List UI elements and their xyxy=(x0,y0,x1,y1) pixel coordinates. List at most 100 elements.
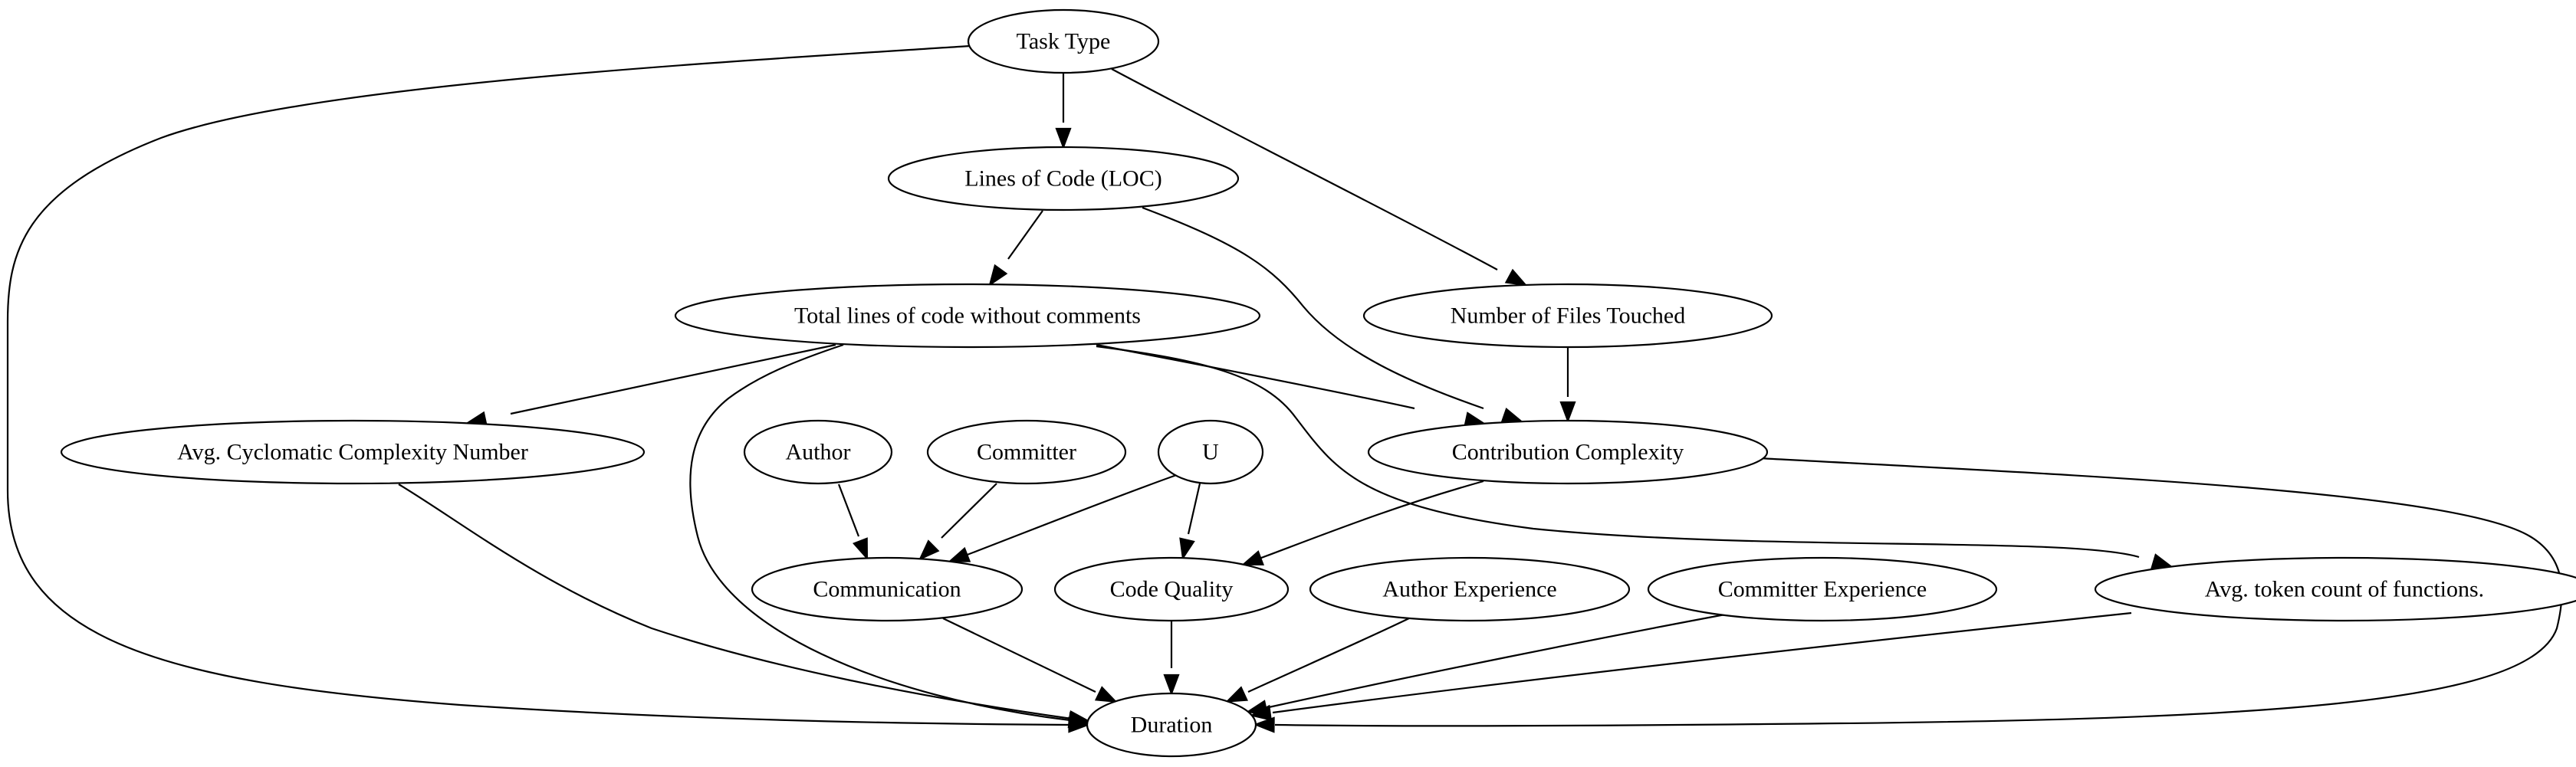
node-avg-cc: Avg. Cyclomatic Complexity Number xyxy=(60,419,646,485)
node-author: Author xyxy=(743,419,893,485)
node-ellipse xyxy=(674,283,1261,349)
node-label: Code Quality xyxy=(1110,577,1234,602)
edge-line xyxy=(1111,68,1498,270)
edge-contrib_complexity-to-duration xyxy=(1253,457,2563,733)
node-label: Lines of Code (LOC) xyxy=(964,166,1162,192)
edge-line xyxy=(1187,483,1201,535)
node-avg-token: Avg. token count of functions. xyxy=(2094,556,2576,622)
edge-line xyxy=(6,44,1071,726)
edge-line xyxy=(689,343,1071,722)
edge-line xyxy=(1257,480,1484,561)
node-label: Author xyxy=(786,440,851,465)
node-code-quality: Code Quality xyxy=(1053,556,1290,622)
node-ellipse xyxy=(743,419,893,485)
node-label: Total lines of code without comments xyxy=(794,303,1141,329)
arrowhead xyxy=(1163,674,1180,697)
edge-contrib_complexity-to-code_quality xyxy=(1240,480,1484,565)
edge-line xyxy=(1268,613,1726,709)
arrowhead xyxy=(947,546,971,562)
node-label: Avg. Cyclomatic Complexity Number xyxy=(177,440,528,465)
edge-code_quality-to-duration xyxy=(1163,621,1180,697)
edge-line xyxy=(510,343,836,415)
edge-author_exp-to-duration xyxy=(1224,617,1411,703)
edge-loc-to-total_loc xyxy=(988,210,1043,287)
node-label: Avg. token count of functions. xyxy=(2205,577,2484,602)
edge-line xyxy=(1007,210,1043,260)
node-label: U xyxy=(1202,440,1219,465)
arrowhead xyxy=(1224,686,1248,703)
edge-line xyxy=(1096,345,2140,559)
node-ellipse xyxy=(1053,556,1290,622)
arrowhead xyxy=(988,264,1008,287)
node-ellipse xyxy=(1309,556,1631,622)
edge-files_touched-to-contrib_complexity xyxy=(1559,347,1576,424)
node-label: Author Experience xyxy=(1382,577,1556,602)
node-ellipse xyxy=(751,556,1024,622)
edge-task_type-to-files_touched xyxy=(1111,68,1528,287)
node-author-exp: Author Experience xyxy=(1309,556,1631,622)
node-task-type: Task Type xyxy=(967,8,1160,74)
node-loc: Lines of Code (LOC) xyxy=(887,146,1240,211)
node-total-loc: Total lines of code without comments xyxy=(674,283,1261,349)
edge-line xyxy=(941,483,997,539)
node-label: Committer xyxy=(977,440,1076,465)
edge-committer-to-communication xyxy=(918,483,997,561)
node-label: Task Type xyxy=(1017,29,1111,54)
arrowhead xyxy=(853,537,869,561)
arrowhead xyxy=(1094,686,1118,703)
edge-line xyxy=(1096,343,1415,410)
edge-author-to-communication xyxy=(837,483,869,561)
node-ellipse xyxy=(1647,556,1998,622)
arrowhead xyxy=(2150,553,2174,569)
node-ellipse xyxy=(926,419,1127,485)
arrowhead xyxy=(1559,401,1576,424)
node-ellipse xyxy=(60,419,646,485)
node-ellipse xyxy=(1086,692,1257,758)
edge-line xyxy=(1272,611,2132,714)
node-ellipse xyxy=(1157,419,1264,485)
edges-layer xyxy=(6,44,2563,733)
node-label: Committer Experience xyxy=(1718,577,1927,602)
edge-task_type-to-loc xyxy=(1055,73,1072,150)
edge-line xyxy=(398,483,1073,720)
arrowhead xyxy=(1253,716,1275,733)
edge-line xyxy=(1247,617,1411,693)
edge-communication-to-duration xyxy=(942,618,1118,703)
edge-committer_exp-to-duration xyxy=(1245,613,1726,716)
arrowhead xyxy=(1249,704,1273,721)
arrowhead xyxy=(918,539,940,561)
node-ellipse xyxy=(967,8,1160,74)
edge-line xyxy=(837,483,860,537)
arrowhead xyxy=(1055,127,1072,150)
edge-line xyxy=(942,618,1096,693)
node-ellipse xyxy=(1362,283,1773,349)
edge-avg_cc-to-duration xyxy=(398,483,1091,727)
node-committer: Committer xyxy=(926,419,1127,485)
node-contrib-complexity: Contribution Complexity xyxy=(1367,419,1769,485)
edge-line xyxy=(1274,457,2563,727)
node-files-touched: Number of Files Touched xyxy=(1362,283,1773,349)
edge-line xyxy=(1142,206,1484,410)
edge-u-to-communication xyxy=(947,472,1181,562)
edge-total_loc-to-duration xyxy=(689,343,1090,729)
node-u: U xyxy=(1157,419,1264,485)
node-label: Duration xyxy=(1131,713,1213,738)
node-ellipse xyxy=(2094,556,2576,622)
arrowhead xyxy=(1240,550,1264,565)
node-label: Contribution Complexity xyxy=(1452,440,1684,465)
edge-u-to-code_quality xyxy=(1179,483,1201,561)
node-committer-exp: Committer Experience xyxy=(1647,556,1998,622)
node-communication: Communication xyxy=(751,556,1024,622)
arrowhead xyxy=(1504,268,1528,287)
node-duration: Duration xyxy=(1086,692,1257,758)
node-label: Number of Files Touched xyxy=(1451,303,1685,329)
edge-total_loc-to-avg_cc xyxy=(465,343,836,428)
node-ellipse xyxy=(1367,419,1769,485)
arrowhead xyxy=(1179,537,1195,561)
node-label: Communication xyxy=(813,577,961,602)
edge-task_type-to-duration xyxy=(6,44,1090,733)
edge-line xyxy=(964,472,1181,557)
